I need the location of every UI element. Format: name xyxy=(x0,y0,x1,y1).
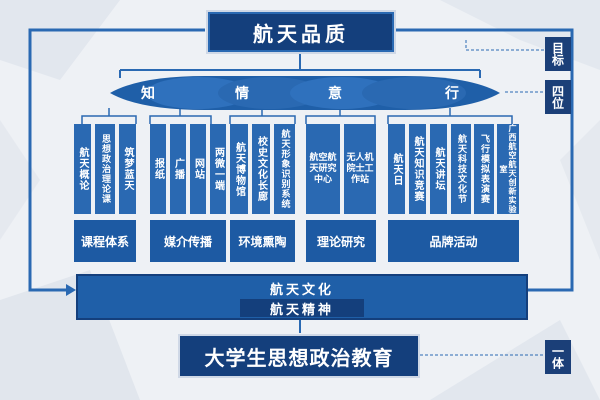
top-title-box: 航天品质 xyxy=(208,12,394,52)
category-curriculum: 课程体系 xyxy=(74,220,136,262)
item-sizheng-course: 思想政治理论课 xyxy=(95,124,115,214)
bottom-title: 大学生思想政治教育 xyxy=(204,345,394,370)
item-culture-festival: 航天科技文化节 xyxy=(451,124,471,214)
pillar-band xyxy=(110,76,500,110)
item-xiaoshi-langlang: 校史文化长廊 xyxy=(252,124,270,214)
pillar-xing: 行 xyxy=(445,86,459,102)
item-guangbo: 广播 xyxy=(170,124,186,214)
tag-siwei: 四位 xyxy=(545,80,571,114)
top-title: 航天品质 xyxy=(253,21,349,46)
item-zhumeng-lantian: 筑梦蓝天 xyxy=(119,124,136,214)
pillar-qing: 情 xyxy=(235,86,249,102)
pillar-zhi: 知 xyxy=(141,86,155,102)
left-loop-line xyxy=(28,28,205,292)
item-innovation-lab: 广西航空航天创新实验室 xyxy=(497,124,519,214)
item-knowledge-contest: 航天知识竞赛 xyxy=(409,124,426,214)
item-workstation: 无人机院士工作站 xyxy=(344,124,376,214)
category-environment: 环境熏陶 xyxy=(230,220,295,262)
culture-line1: 航天文化 xyxy=(269,282,334,298)
bottom-title-box: 大学生思想政治教育 xyxy=(178,334,420,378)
pillar-oval-3 xyxy=(290,77,394,109)
item-image-system: 航天形象识别系统 xyxy=(274,124,295,214)
item-wangzhan: 网站 xyxy=(190,124,206,214)
item-liangwei-yiduan: 两微一端 xyxy=(210,124,226,214)
pillar-oval-1 xyxy=(146,77,250,109)
tag-mubiao: 目标 xyxy=(545,37,571,71)
category-theory: 理论研究 xyxy=(306,220,376,262)
tag-yiti: 一体 xyxy=(545,340,571,374)
left-arrow-head xyxy=(66,284,76,296)
category-media: 媒介传播 xyxy=(150,220,226,262)
pillar-oval-4 xyxy=(362,77,466,109)
pillar-yi: 意 xyxy=(328,86,342,102)
item-research-center: 航空航天研究中心 xyxy=(306,124,340,214)
category-brand-activities: 品牌活动 xyxy=(388,220,519,262)
item-hangtian-ri: 航天日 xyxy=(388,124,405,214)
right-loop-line xyxy=(392,28,574,292)
culture-line2: 航天精神 xyxy=(240,299,364,318)
item-museum: 航天博物馆 xyxy=(230,124,248,214)
item-baozhi: 报纸 xyxy=(150,124,166,214)
pillar-oval-2 xyxy=(218,77,322,109)
item-hangtian-gailun: 航天概论 xyxy=(74,124,91,214)
item-jiangtan: 航天讲坛 xyxy=(430,124,447,214)
item-flight-simulation: 飞行模拟表演赛 xyxy=(474,124,494,214)
